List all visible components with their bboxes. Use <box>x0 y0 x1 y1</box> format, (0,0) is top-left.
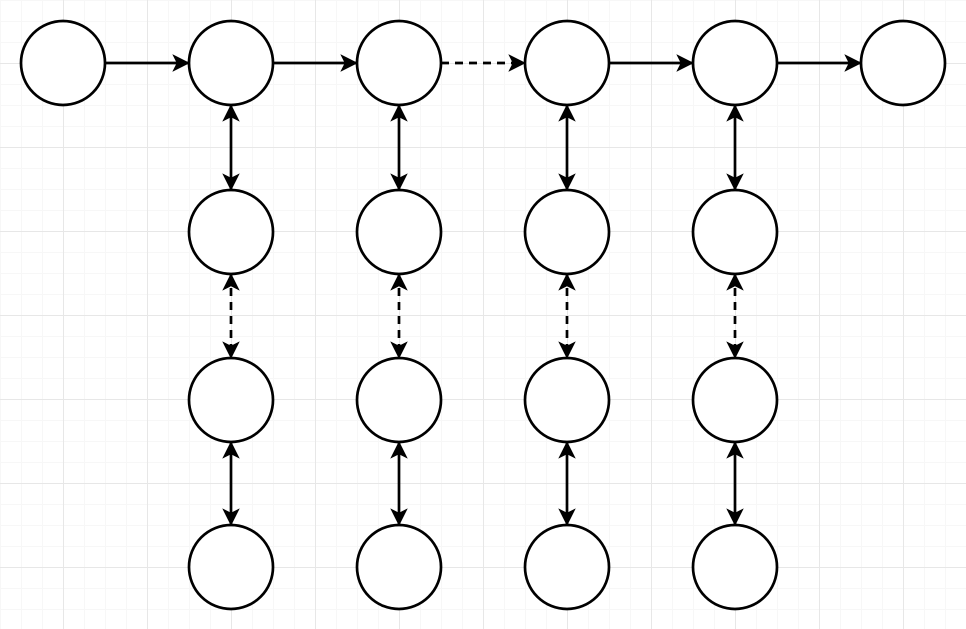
graph-node[interactable] <box>691 188 779 276</box>
graph-node[interactable] <box>355 523 443 611</box>
graph-node[interactable] <box>691 356 779 444</box>
graph-node[interactable] <box>355 188 443 276</box>
graph-node[interactable] <box>523 523 611 611</box>
graph-node[interactable] <box>355 19 443 107</box>
graph-node[interactable] <box>355 356 443 444</box>
nodes-layer <box>19 19 947 611</box>
graph-node[interactable] <box>523 356 611 444</box>
edges-layer <box>105 54 862 526</box>
graph-node[interactable] <box>691 523 779 611</box>
graph-node[interactable] <box>859 19 947 107</box>
graph-node[interactable] <box>523 19 611 107</box>
graph-node[interactable] <box>187 19 275 107</box>
graph-node[interactable] <box>187 188 275 276</box>
graph-node[interactable] <box>187 523 275 611</box>
graph-node[interactable] <box>187 356 275 444</box>
graph-node[interactable] <box>691 19 779 107</box>
graph-node[interactable] <box>523 188 611 276</box>
graph-node[interactable] <box>19 19 107 107</box>
